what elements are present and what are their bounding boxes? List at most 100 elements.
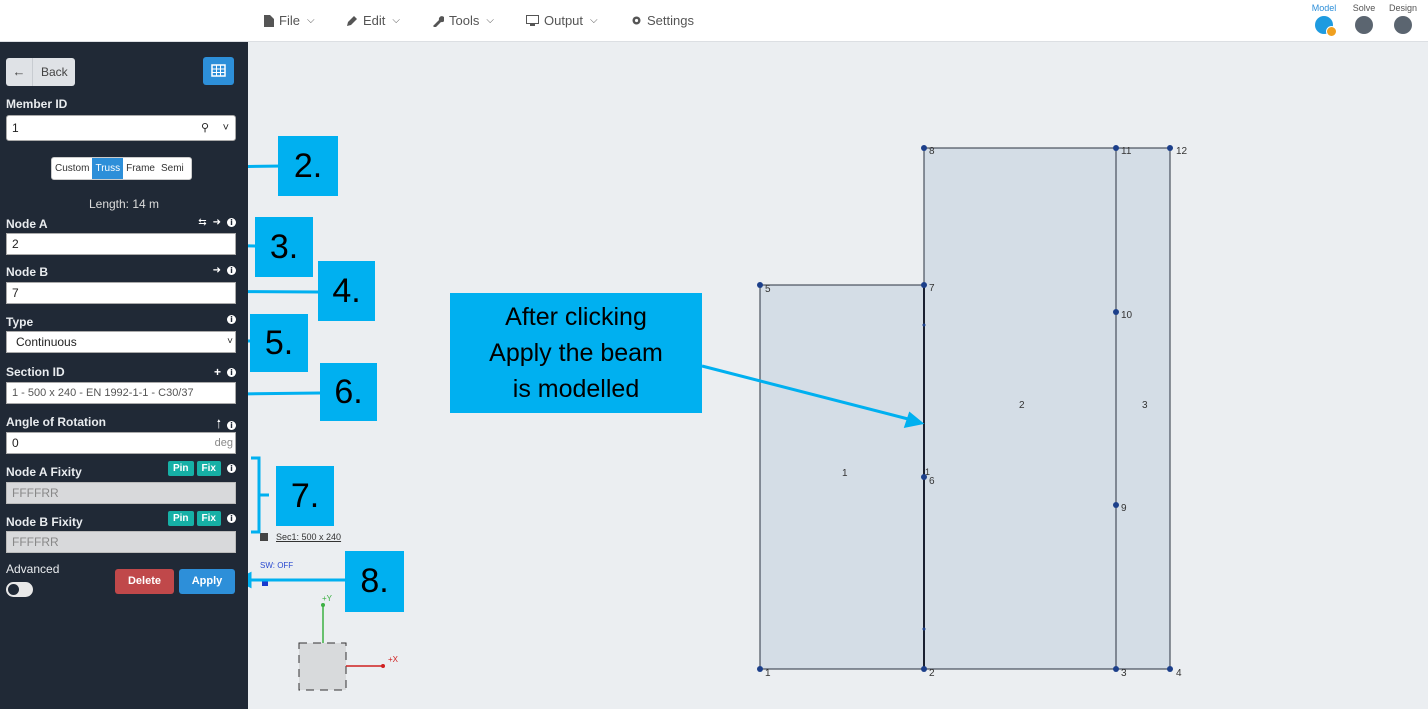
mode-solve-label: Solve: [1352, 3, 1376, 13]
bracket-7: [251, 456, 269, 534]
sign-in-icon[interactable]: ➜: [212, 217, 221, 228]
member-type-toggle: Custom Truss Frame Semi: [51, 157, 192, 180]
member-id-select[interactable]: 1 ⚲ ˅: [6, 115, 236, 141]
nodes[interactable]: [757, 145, 1173, 672]
section-id-label: Section ID: [6, 365, 65, 379]
section-id-value: 1 - 500 x 240 - EN 1992-1-1 - C30/37: [12, 387, 194, 399]
menu-tools-label: Tools: [449, 13, 480, 28]
member-length: Length: 14 m: [88, 197, 160, 211]
segment-truss[interactable]: Truss: [92, 158, 124, 179]
delete-button[interactable]: Delete: [115, 569, 174, 594]
file-icon: [264, 14, 274, 27]
node-4: [1167, 666, 1173, 672]
plate-3[interactable]: [1115, 147, 1171, 670]
node-12: [1167, 145, 1173, 151]
node-b-fixity-input[interactable]: FFFFRR: [6, 531, 236, 553]
back-button[interactable]: ← Back: [6, 58, 75, 86]
model-icon: [1315, 16, 1337, 37]
chevron-down-icon: ⌵: [486, 15, 494, 26]
type-value: Continuous: [16, 335, 77, 349]
type-tools: i: [227, 315, 236, 324]
pin-button[interactable]: Pin: [167, 461, 194, 476]
warning-icon: [1326, 26, 1337, 37]
plus-icon[interactable]: +: [213, 365, 221, 379]
menu-tools[interactable]: Tools ⌵: [432, 13, 494, 28]
menu-file-label: File: [279, 13, 300, 28]
info-icon[interactable]: i: [227, 266, 236, 275]
wrench-icon: [433, 15, 444, 27]
node-a-input[interactable]: 2: [6, 233, 236, 255]
plate-label-3: 3: [1142, 400, 1148, 411]
monitor-icon: [526, 15, 539, 26]
node-label-3: 3: [1121, 668, 1127, 679]
mode-design[interactable]: Design: [1383, 3, 1423, 34]
angle-input[interactable]: 0 deg: [6, 432, 236, 454]
info-icon[interactable]: i: [227, 514, 236, 523]
info-icon[interactable]: i: [227, 421, 236, 430]
arrow-up-icon[interactable]: 🠑: [216, 417, 221, 431]
search-icon: ⚲: [200, 122, 209, 134]
section-tools: + i: [214, 365, 236, 379]
mode-solve[interactable]: Solve: [1344, 3, 1384, 34]
design-icon: [1394, 16, 1412, 34]
sw-status[interactable]: SW: OFF: [260, 561, 294, 570]
node-a-fixity-input[interactable]: FFFFRR: [6, 482, 236, 504]
info-icon[interactable]: i: [227, 367, 236, 377]
node-6: [921, 474, 927, 480]
callout-2: 2.: [278, 136, 338, 196]
pencil-icon: [347, 16, 357, 26]
plate-2[interactable]: [923, 147, 1117, 670]
node-5: [757, 282, 763, 288]
node-label-8: 8: [929, 146, 935, 157]
gear-icon: [632, 16, 641, 25]
node-2: [921, 666, 927, 672]
swap-icon[interactable]: ⇆: [198, 217, 207, 228]
angle-value: 0: [12, 436, 19, 450]
node-3: [1113, 666, 1119, 672]
plate-1[interactable]: [759, 284, 925, 670]
segment-semi[interactable]: Semi: [161, 163, 184, 174]
sw-indicator: [262, 580, 268, 586]
menu-edit-label: Edit: [363, 13, 386, 28]
info-icon[interactable]: i: [227, 464, 236, 473]
type-select[interactable]: Continuous ˅: [6, 331, 236, 353]
segment-custom[interactable]: Custom: [55, 163, 90, 174]
callout-8: 8.: [345, 551, 404, 612]
node-7: [921, 282, 927, 288]
info-icon[interactable]: i: [227, 218, 236, 227]
angle-tools: 🠑 i: [217, 415, 236, 436]
menu-output[interactable]: Output ⌵: [526, 13, 598, 28]
menu-file[interactable]: File ⌵: [264, 13, 315, 28]
node-b-input[interactable]: 7: [6, 282, 236, 304]
node-a-fixity-label: Node A Fixity: [6, 465, 82, 479]
top-bar: File ⌵ Edit ⌵ Tools ⌵ Output ⌵ Settings …: [0, 0, 1428, 42]
section-id-select[interactable]: 1 - 500 x 240 - EN 1992-1-1 - C30/37: [6, 382, 236, 404]
advanced-toggle[interactable]: [6, 582, 33, 597]
apply-button[interactable]: Apply: [179, 569, 235, 594]
model-canvas[interactable]: [248, 42, 1428, 709]
node-label-11: 11: [1121, 146, 1132, 157]
angle-label: Angle of Rotation: [6, 415, 106, 429]
node-label-6: 6: [929, 476, 935, 487]
section-legend-swatch: [260, 533, 268, 541]
note-line-1: After clicking: [505, 303, 647, 331]
pin-button[interactable]: Pin: [167, 511, 194, 526]
mode-model[interactable]: Model: [1304, 3, 1344, 37]
axis-y-label: +Y: [322, 594, 333, 603]
node-label-7: 7: [929, 283, 935, 294]
fix-button[interactable]: Fix: [196, 461, 221, 476]
chevron-down-icon: ˅: [222, 122, 229, 134]
node-b-fixity-tools: Pin Fix i: [167, 511, 236, 526]
arrow-left-icon: ←: [6, 58, 33, 86]
info-icon[interactable]: i: [227, 315, 236, 324]
menu-edit[interactable]: Edit ⌵: [347, 13, 400, 28]
table-view-button[interactable]: [203, 57, 234, 85]
callout-3: 3.: [255, 217, 313, 277]
chevron-down-icon: ⌵: [306, 15, 315, 26]
node-a-label: Node A: [6, 217, 48, 231]
menu-settings[interactable]: Settings: [631, 13, 694, 28]
sign-in-icon[interactable]: ➜: [212, 265, 221, 276]
fix-button[interactable]: Fix: [196, 511, 221, 526]
segment-frame[interactable]: Frame: [126, 163, 155, 174]
section-legend-text[interactable]: Sec1: 500 x 240: [276, 532, 342, 542]
